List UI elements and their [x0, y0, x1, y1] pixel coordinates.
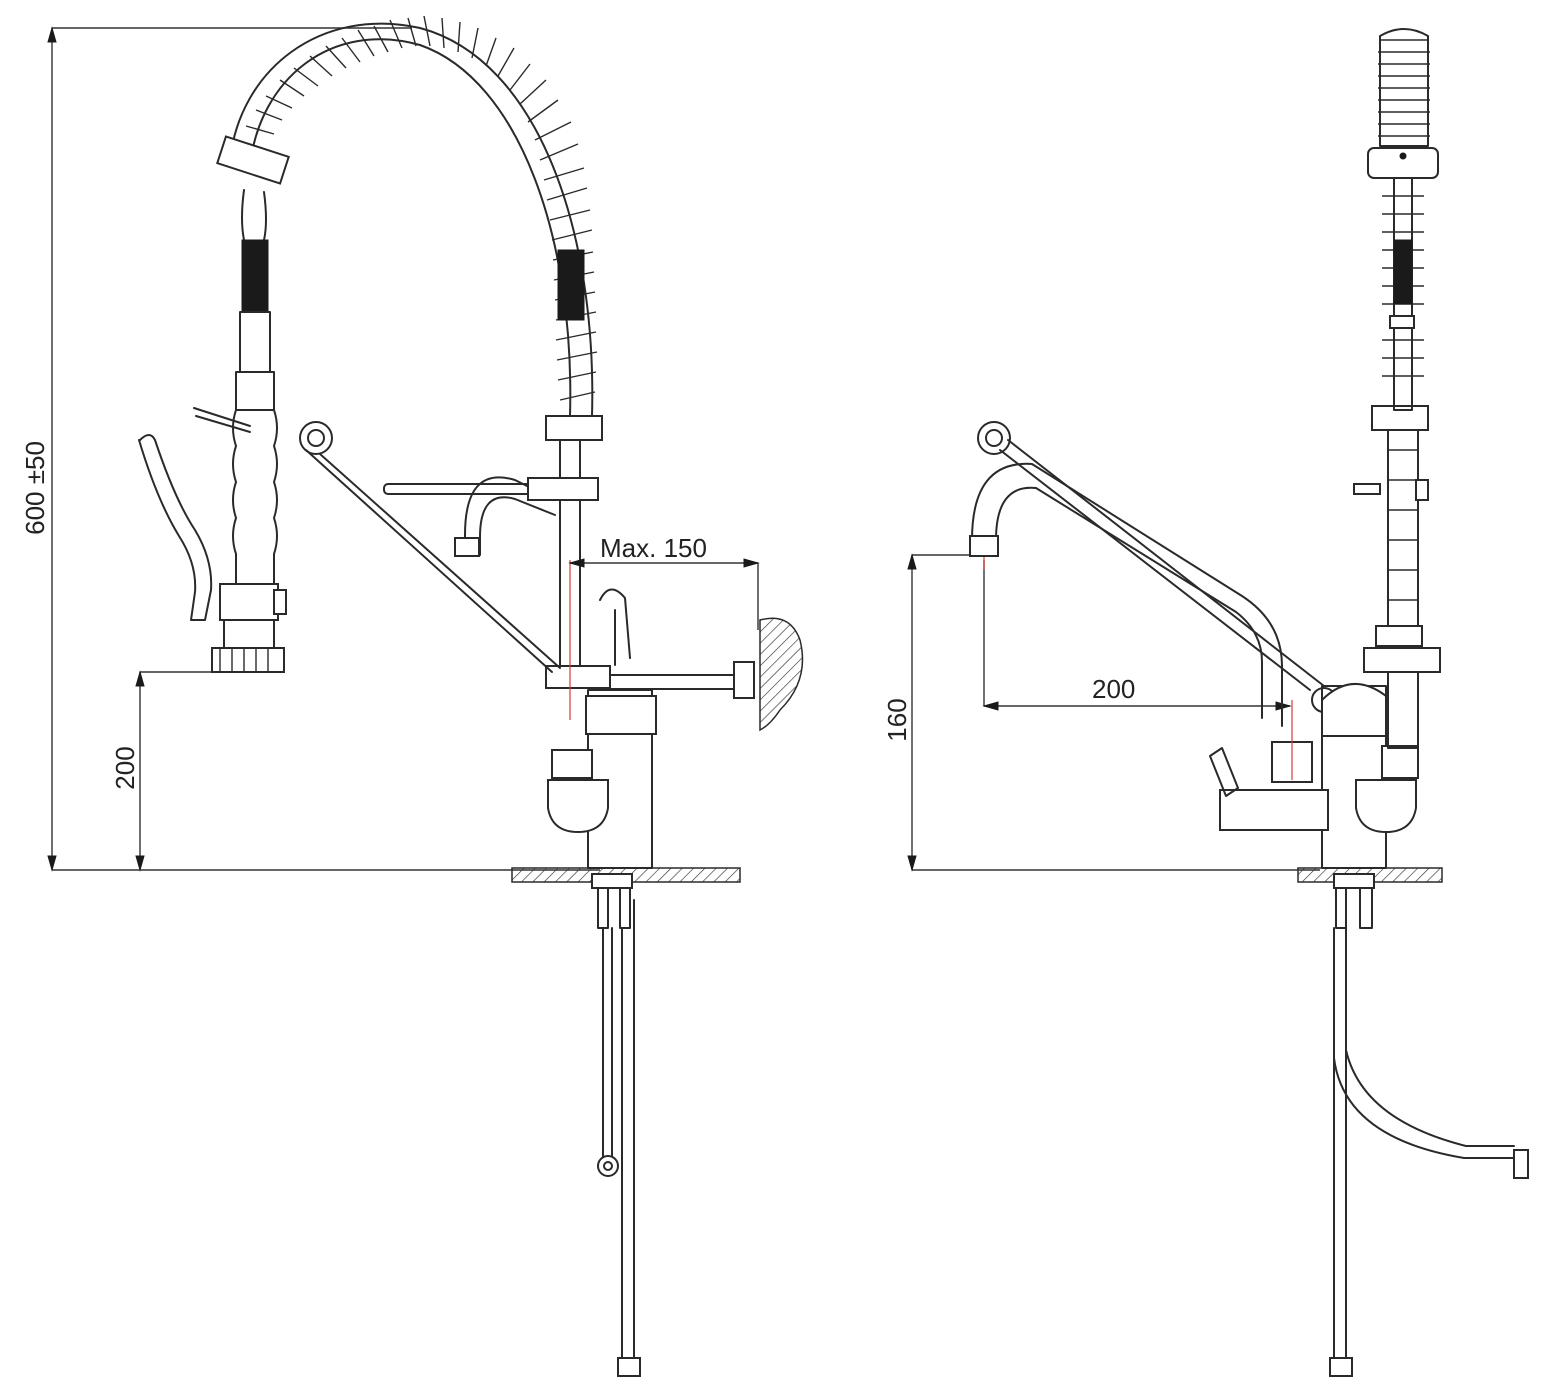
dimension-spout-reach: 200: [982, 550, 1292, 711]
spring-hose: [229, 15, 598, 417]
spray-height-label: 200: [110, 746, 140, 789]
supply-hoses: [591, 873, 641, 1377]
front-supply-hoses: [1329, 873, 1529, 1377]
dimension-spray-height: 200: [110, 670, 212, 872]
trigger-lever: [138, 434, 213, 621]
front-spout: [969, 462, 1283, 727]
dimension-overall-height: 600 ±50: [20, 26, 412, 872]
front-column: [1353, 405, 1441, 749]
front-tap-body: [1209, 682, 1419, 869]
front-spring-hose: [1367, 28, 1439, 411]
dimension-reach: Max. 150: [568, 533, 760, 630]
tap-body: [547, 689, 657, 869]
wall-connector: [599, 588, 755, 699]
overall-height-label: 600 ±50: [20, 441, 50, 535]
main-column: [545, 415, 611, 720]
spray-nut: [216, 135, 290, 185]
side-view: 600 ±50 200: [20, 15, 804, 1377]
spout: [464, 476, 556, 556]
spout-reach-label: 200: [1092, 674, 1135, 704]
wall-section: [759, 617, 804, 732]
front-lever-arm: [977, 421, 1337, 713]
front-view: 160 200: [882, 28, 1529, 1377]
dimension-spout-height: 160: [882, 553, 974, 872]
lever-arm: [299, 421, 561, 673]
spout-bar: [383, 477, 599, 501]
reach-label: Max. 150: [600, 533, 707, 563]
spray-handle: [193, 189, 287, 673]
spout-height-label: 160: [882, 698, 912, 741]
